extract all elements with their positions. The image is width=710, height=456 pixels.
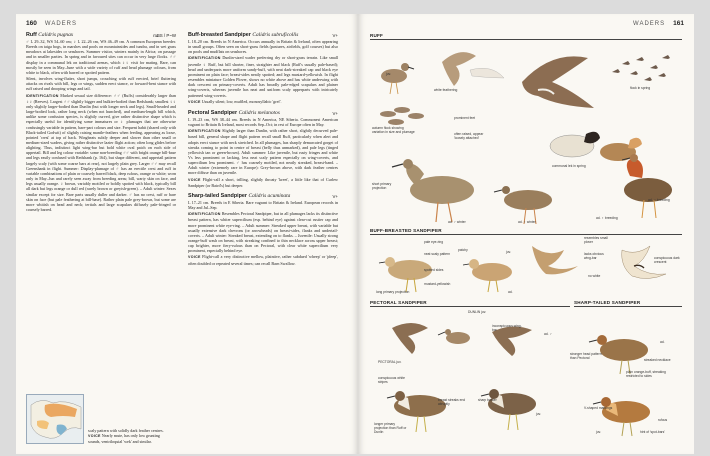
species-heading-pectoral: Pectoral Sandpiper Calidris melanotos V+ [188,109,338,116]
plate-title-buff-breasted: BUFF-BREASTED SANDPIPER [370,228,442,233]
sharp-tailed-label: streaked necklace [644,358,671,362]
plate-title-pectoral: PECTORAL SANDPIPER [370,300,427,305]
ruff-lek-illustration [549,131,642,161]
bbs-adult-illustration [462,259,512,293]
bbs-label: juv. [506,250,511,254]
ruff-flight-illustration [442,52,505,86]
divider [370,234,682,235]
divider [370,39,682,40]
map-side-note: scaly pattern with solidly dark feather … [88,427,164,444]
plate-title-ruff: RUFF [370,33,384,38]
divider [370,306,570,307]
sharp-tailed-label: ad. [660,340,665,344]
sharp-tailed-label: V-shaped markings [584,406,613,410]
pectoral-plate-illustrations [386,323,536,433]
species-heading-sharp-tailed: Sharp-tailed Sandpiper Calidris acuminat… [188,192,338,199]
text-column-1: Ruff Calidris pugnax m̶BS / P~W ♂ L 29–3… [26,32,176,450]
bbs-label: neat scaly pattern [424,252,451,256]
pectoral-label: ad. ♂ [544,332,552,336]
book-spread: 160 WADERS Ruff Calidris pugnax m̶BS / P… [16,14,694,454]
species-heading-ruff: Ruff Calidris pugnax m̶BS / P~W [26,32,176,38]
pectoral-label: breast streaks end abruptly [438,398,466,406]
pectoral-label: conspicuous white stripes [378,376,405,384]
bbs-label: lacks obvious wing-bar [584,252,604,260]
section-name-left: WADERS [44,21,77,27]
running-head-left: 160 WADERS [26,20,77,27]
dunlin-juvenile-illustration [437,329,470,344]
pectoral-label: inconspicuous wing-bar [492,324,522,332]
ruff-label: short primary projection [372,182,392,190]
bbs-flight-illustration [532,246,578,275]
bbs-label: conspicuous dark crescent [654,256,680,264]
sharp-tailed-label: rufous [658,418,668,422]
page-number-right: 161 [673,20,684,27]
ruff-label: juv. [386,72,391,76]
text-column-2: Buff-breasted Sandpiper Calidris subrufi… [188,32,338,266]
ruff-winter-adult-illustration [391,159,474,223]
paragraph: IDENTIFICATION Marked sexual size differ… [26,92,176,212]
sharp-tailed-juvenile-illustration [592,397,650,437]
pectoral-adult-illustration [480,389,536,431]
sharp-tailed-label: plain orange-buff, streaking restricted … [626,370,666,378]
pectoral-label: sharp border [478,398,497,402]
bbs-label: spotted sides [424,268,444,272]
bbs-label: patchy [458,248,468,252]
bbs-underwing-illustration [621,245,667,279]
pectoral-juvenile-illustration [386,391,446,433]
divider [574,306,682,307]
ruff-label: prominent feet [454,116,476,120]
ruff-label: flock in spring [630,86,651,90]
range-map [26,394,84,444]
plate-title-sharp-tailed: SHARP-TAILED SANDPIPER [574,300,641,305]
bbs-juvenile-illustration [378,257,432,293]
ruff-plate-illustrations [380,52,672,225]
ruff-label: communal lek in spring [552,164,586,168]
bbs-label: long primary projection [376,290,410,294]
ruff-label: ad. ♂ winter [448,220,466,224]
status-codes: m̶BS / P~W [153,33,176,38]
sharp-tailed-label: juv. [596,430,601,434]
section-name-right: WADERS [633,21,666,27]
range-map-drawing [30,400,82,439]
ruff-autumn-flock-illustration [380,107,424,125]
bbs-label: resembles small plover [584,236,608,244]
paragraph: ♂ L 29–32, WS 54–60 cm; ♀ L 22–26 cm, WS… [26,39,176,75]
left-page: 160 WADERS Ruff Calidris pugnax m̶BS / P… [16,14,358,454]
ruff-juvenile-illustration [381,63,415,95]
ruff-label: ad. ♂ breeding [648,198,670,202]
buff-breasted-plate-illustrations [378,245,667,293]
ruff-label: ad. ♀ winter [518,220,536,224]
ruff-female-illustration [493,186,552,225]
ruff-breeding-male-illustration [621,154,672,219]
ruff-label: autumn flock showing variation in size a… [372,126,415,134]
running-head-right: WADERS 161 [633,20,684,27]
bbs-label: mustard-yellowish [424,282,451,286]
bbs-label: pale eye-ring [424,240,444,244]
right-page: WADERS 161 RUFF [358,14,694,454]
ruff-label: ad. ♀ breeding [596,216,618,220]
pectoral-flight-illustration [392,323,532,356]
ruff-flock-illustration [612,55,670,81]
sharp-tailed-label: stronger head pattern than Pectoral [570,352,602,360]
pectoral-label: longer primary projection than Ruff or D… [374,422,407,434]
ruff-label: white feathering [434,88,458,92]
sharp-tailed-label: hint of 'spot-bars' [640,430,665,434]
pectoral-label: juv. [536,412,541,416]
ruff-label: often raised, appear 'loosely attached' [454,132,484,140]
bbs-label: no white [588,274,601,278]
species-heading-buff-breasted: Buff-breasted Sandpiper Calidris subrufi… [188,32,338,38]
bbs-label: ad. [508,290,513,294]
pectoral-label: DUNLIN juv. [468,310,487,314]
ruff-upperwing-illustration [522,56,594,108]
sharp-tailed-adult-illustration [588,335,648,375]
page-number-left: 160 [26,20,37,27]
paragraph: Silent, involves wing-flutter, short jum… [26,76,176,92]
sharp-tailed-plate-illustrations [588,335,650,437]
pectoral-label: PECTORAL juv. [378,360,402,364]
